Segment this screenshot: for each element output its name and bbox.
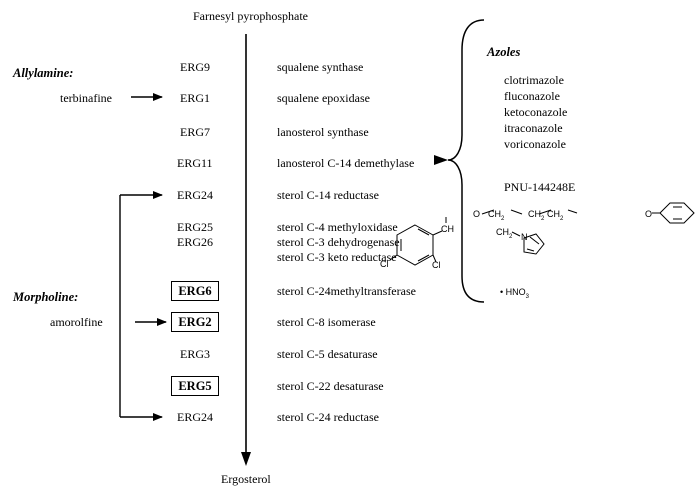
structure-chain-1: CH2 <box>488 209 505 222</box>
enzyme-sterol-c8-isomerase: sterol C-8 isomerase <box>277 315 376 329</box>
pnu-144248e-structure <box>389 202 695 266</box>
enzyme-sterol-c14-reductase: sterol C-14 reductase <box>277 188 379 202</box>
azole-brace <box>447 19 485 303</box>
structure-oxygen-1: O <box>473 209 481 219</box>
structure-cl-right: Cl <box>432 260 441 270</box>
structure-nitrogen: N <box>521 232 528 242</box>
gene-erg7: ERG7 <box>180 125 210 139</box>
structure-salt: • HNO3 <box>500 285 529 304</box>
enzyme-sterol-c24-reductase: sterol C-24 reductase <box>277 410 379 424</box>
azole-ketoconazole: ketoconazole <box>504 105 568 119</box>
azole-clotrimazole: clotrimazole <box>504 73 564 87</box>
enzyme-sterol-c4-methyloxidase: sterol C-4 methyloxidase <box>277 220 398 234</box>
enzyme-sterol-c3-keto-reductase: sterol C-3 keto reductase <box>277 250 397 264</box>
azole-fluconazole: fluconazole <box>504 89 560 103</box>
gene-erg2-boxed: ERG2 <box>171 312 219 332</box>
enzyme-lanosterol-synthase: lanosterol synthase <box>277 125 369 139</box>
start-metabolite-label: Farnesyl pyrophosphate <box>193 9 308 23</box>
morpholine-class-label: Morpholine: <box>13 290 79 304</box>
gene-erg11: ERG11 <box>177 156 213 170</box>
structure-oxygen-2: O <box>645 209 653 219</box>
salt-bullet: • <box>500 287 504 297</box>
azole-voriconazole: voriconazole <box>504 137 566 151</box>
gene-erg24-second: ERG24 <box>177 410 213 424</box>
salt-subscript: 3 <box>525 293 530 300</box>
enzyme-squalene-epoxidase: squalene epoxidase <box>277 91 370 105</box>
pnu-144248e-label: PNU-144248E <box>504 180 576 194</box>
gene-erg5-boxed: ERG5 <box>171 376 219 396</box>
structure-chain-4: CH2 <box>547 209 564 222</box>
enzyme-sterol-c5-desaturase: sterol C-5 desaturase <box>277 347 378 361</box>
amorolfine-label: amorolfine <box>50 315 103 329</box>
gene-erg1: ERG1 <box>180 91 210 105</box>
azole-arrowhead <box>434 155 448 165</box>
structure-ch: CH <box>441 224 454 234</box>
enzyme-sterol-c3-dehydrogenase: sterol C-3 dehydrogenase <box>277 235 400 249</box>
gene-erg9: ERG9 <box>180 60 210 74</box>
gene-erg26: ERG26 <box>177 235 213 249</box>
end-metabolite-label: Ergosterol <box>221 472 271 486</box>
allylamine-class-label: Allylamine: <box>13 66 74 80</box>
structure-cl-left: Cl <box>380 259 389 269</box>
terbinafine-label: terbinafine <box>60 91 112 105</box>
enzyme-sterol-c22-desaturase: sterol C-22 desaturase <box>277 379 384 393</box>
structure-chain-3: CH2 <box>528 209 545 222</box>
salt-formula: HNO <box>505 287 526 297</box>
azole-itraconazole: itraconazole <box>504 121 563 135</box>
enzyme-lanosterol-c14-demethylase: lanosterol C-14 demethylase <box>277 156 415 170</box>
gene-erg6-boxed: ERG6 <box>171 281 219 301</box>
enzyme-sterol-c24-methyltransferase: sterol C-24methyltransferase <box>277 284 416 298</box>
gene-erg24: ERG24 <box>177 188 213 202</box>
gene-erg3: ERG3 <box>180 347 210 361</box>
azoles-class-label: Azoles <box>487 45 521 59</box>
gene-erg25: ERG25 <box>177 220 213 234</box>
structure-ch2: CH2 <box>496 227 513 240</box>
pathway-arrowhead <box>241 452 251 466</box>
enzyme-squalene-synthase: squalene synthase <box>277 60 364 74</box>
